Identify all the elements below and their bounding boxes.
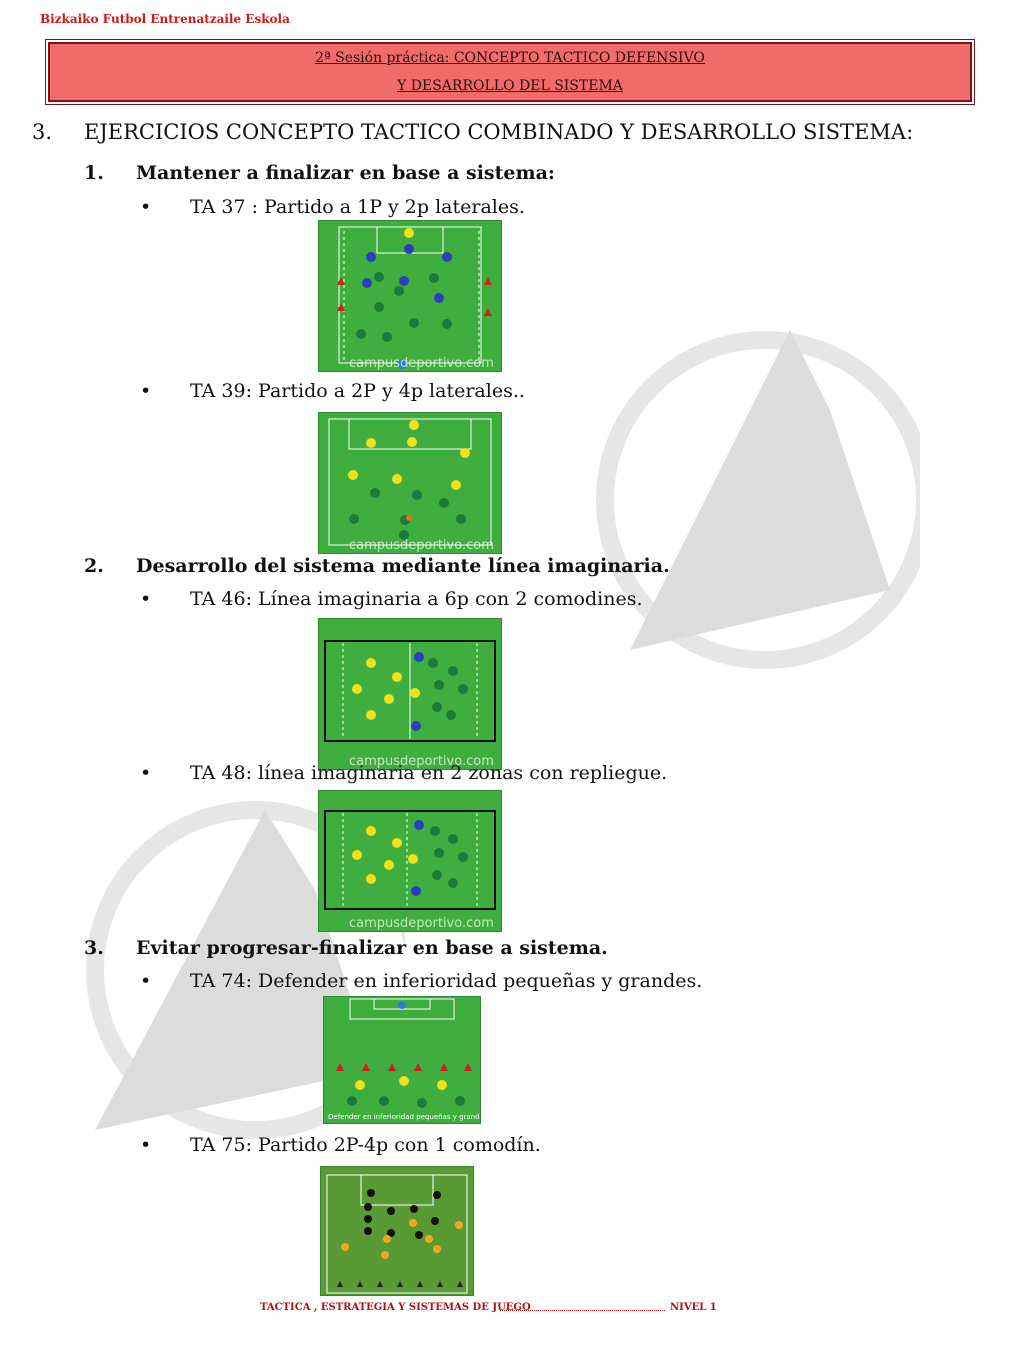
bullet: • xyxy=(140,762,152,784)
bullet: • xyxy=(140,196,152,218)
subsection-1-title: Mantener a finalizar en base a sistema: xyxy=(136,162,555,184)
diagram-ta37: campusdeportivo.com xyxy=(318,220,502,372)
bullet: • xyxy=(140,970,152,992)
watermark-text: campusdeportivo.com xyxy=(349,538,494,553)
section-title: EJERCICIOS CONCEPTO TACTICO COMBINADO Y … xyxy=(84,120,914,144)
diagram-ta48: campusdeportivo.com xyxy=(318,790,502,932)
exercise-ta74: TA 74: Defender en inferioridad pequeñas… xyxy=(190,970,703,992)
watermark-text: campusdeportivo.com xyxy=(349,754,494,769)
watermark-text: campusdeportivo.com xyxy=(349,356,494,371)
exercise-ta39: TA 39: Partido a 2P y 4p laterales.. xyxy=(190,380,525,402)
exercise-ta48: TA 48: línea imaginaria en 2 zonas con r… xyxy=(190,762,668,784)
diagram-ta39: campusdeportivo.com xyxy=(318,412,502,554)
footer-divider xyxy=(500,1310,665,1311)
subsection-2-title: Desarrollo del sistema mediante línea im… xyxy=(136,555,670,577)
banner-line-1: 2ª Sesión práctica: CONCEPTO TACTICO DEF… xyxy=(315,50,705,66)
diagram-ta74: Defender en inferioridad pequeñas y gran… xyxy=(323,996,481,1124)
bullet: • xyxy=(140,588,152,610)
bullet: • xyxy=(140,380,152,402)
session-banner: 2ª Sesión práctica: CONCEPTO TACTICO DEF… xyxy=(45,39,975,105)
exercise-ta75: TA 75: Partido 2P-4p con 1 comodín. xyxy=(190,1134,541,1156)
subsection-3-title: Evitar progresar-finalizar en base a sis… xyxy=(136,937,608,959)
watermark-logo-right xyxy=(596,330,920,669)
diagram-ta46: campusdeportivo.com xyxy=(318,618,502,770)
subsection-2-number: 2. xyxy=(84,555,104,577)
diagram-ta75 xyxy=(320,1166,474,1296)
organization-name: Bizkaiko Futbol Entrenatzaile Eskola xyxy=(40,12,290,26)
section-number: 3. xyxy=(32,120,53,144)
diagram-caption: Defender en inferioridad pequeñas y gran… xyxy=(328,1113,480,1121)
banner-line-2: Y DESARROLLO DEL SISTEMA xyxy=(397,78,623,94)
subsection-3-number: 3. xyxy=(84,937,104,959)
footer-title: TACTICA , ESTRATEGIA Y SISTEMAS DE JUEGO xyxy=(260,1302,531,1313)
watermark-text: campusdeportivo.com xyxy=(349,916,494,931)
subsection-1-number: 1. xyxy=(84,162,104,184)
exercise-ta37: TA 37 : Partido a 1P y 2p laterales. xyxy=(190,196,525,218)
bullet: • xyxy=(140,1134,152,1156)
exercise-ta46: TA 46: Línea imaginaria a 6p con 2 comod… xyxy=(190,588,643,610)
footer-level: NIVEL 1 xyxy=(670,1302,717,1313)
